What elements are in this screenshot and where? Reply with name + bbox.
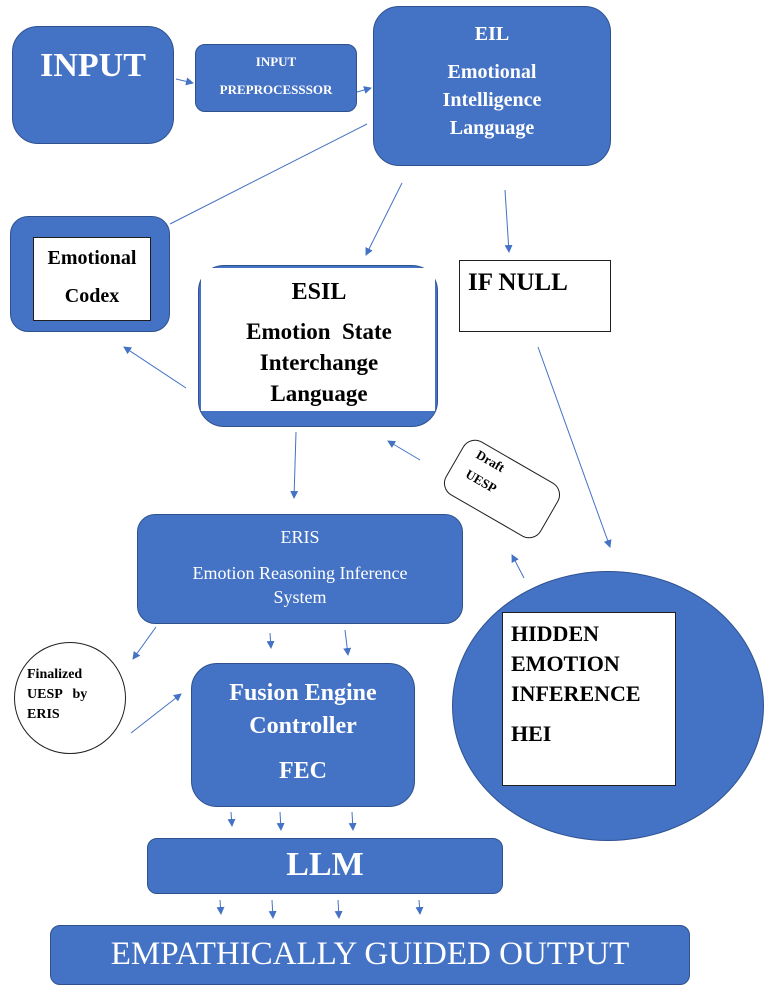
llm-label: LLM — [286, 846, 364, 883]
esil-title: ESIL — [291, 279, 347, 305]
input-preprocessor-node: INPUT PREPROCESSSOR — [195, 44, 357, 112]
arrow-fec-to-llm-2 — [276, 811, 285, 831]
arrow-fec-to-llm-3 — [348, 811, 357, 831]
eil-node: EIL Emotional Intelligence Language — [373, 6, 611, 166]
finalized-uesp-line1: Finalized — [27, 667, 83, 682]
arrow-eris-to-finalized — [132, 626, 157, 660]
eil-line3: Language — [449, 117, 535, 139]
hei-panel: HIDDEN EMOTION INFERENCE HEI — [502, 612, 676, 786]
if-null-label: IF NULL — [468, 269, 568, 296]
arrow-input-to-preprocessor — [175, 77, 194, 86]
arrow-esil-to-eris — [290, 431, 299, 499]
esil-line3: Language — [270, 381, 368, 406]
input-preprocessor-line2: PREPROCESSSOR — [219, 82, 333, 97]
input-preprocessor-line1: INPUT — [255, 54, 297, 69]
eris-line1: Emotion Reasoning Inference — [192, 563, 408, 583]
emotional-codex-panel: Emotional Codex — [33, 237, 151, 321]
fec-line1: Fusion Engine — [229, 680, 377, 706]
hei-line3: INFERENCE — [511, 681, 641, 706]
llm-node: LLM — [147, 838, 503, 894]
arrow-esil-to-codex — [123, 346, 187, 389]
line-eil-to-codex — [169, 123, 368, 225]
hei-node: HIDDEN EMOTION INFERENCE HEI — [452, 571, 764, 841]
arrow-fec-to-llm-1 — [227, 811, 236, 827]
if-null-node: IF NULL — [459, 260, 611, 332]
hei-line4: HEI — [511, 721, 552, 746]
esil-node: ESIL Emotion State Interchange Language — [198, 265, 438, 427]
eil-line1: Emotional — [447, 61, 537, 83]
output-node: EMPATHICALLY GUIDED OUTPUT — [50, 925, 690, 985]
output-label: EMPATHICALLY GUIDED OUTPUT — [110, 936, 630, 972]
hei-line2: EMOTION — [511, 651, 620, 676]
fec-line2: Controller — [249, 713, 357, 739]
arrow-llm-to-output-3 — [334, 899, 343, 919]
hei-line1: HIDDEN — [511, 621, 600, 646]
input-node: INPUT — [12, 26, 174, 144]
eris-node: ERIS Emotion Reasoning Inference System — [137, 514, 463, 624]
fec-node: Fusion Engine Controller FEC — [191, 663, 415, 807]
arrow-llm-to-output-4 — [415, 899, 424, 915]
finalized-uesp-line3: ERIS — [27, 707, 60, 722]
eris-title: ERIS — [280, 527, 320, 547]
eil-title: EIL — [474, 23, 510, 45]
arrow-draft-to-esil — [387, 440, 421, 461]
arrow-eris-to-fec-2 — [343, 629, 352, 656]
arrow-hei-to-draft — [511, 554, 525, 579]
arrow-llm-to-output-1 — [216, 899, 225, 915]
arrow-eil-to-ifnull — [504, 189, 513, 253]
emotional-codex-line2: Codex — [64, 285, 120, 307]
arrow-preprocessor-to-eil — [356, 86, 372, 94]
arrow-eil-to-esil — [365, 182, 403, 256]
arrow-eris-to-fec-1 — [266, 632, 275, 649]
finalized-uesp-line2: UESP by — [27, 687, 88, 702]
emotional-codex-node: Emotional Codex — [10, 216, 170, 332]
emotional-codex-line1: Emotional — [47, 247, 137, 269]
input-label: INPUT — [40, 47, 146, 84]
esil-panel: ESIL Emotion State Interchange Language — [201, 268, 435, 411]
eil-line2: Intelligence — [442, 89, 542, 111]
finalized-uesp-node: Finalized UESP by ERIS — [14, 642, 126, 754]
fec-line3: FEC — [279, 758, 327, 784]
esil-line1: Emotion State — [246, 319, 392, 344]
arrow-finalized-to-fec — [130, 693, 182, 734]
arrow-llm-to-output-2 — [268, 899, 277, 919]
esil-line2: Interchange — [259, 350, 379, 375]
eris-line2: System — [273, 587, 327, 607]
